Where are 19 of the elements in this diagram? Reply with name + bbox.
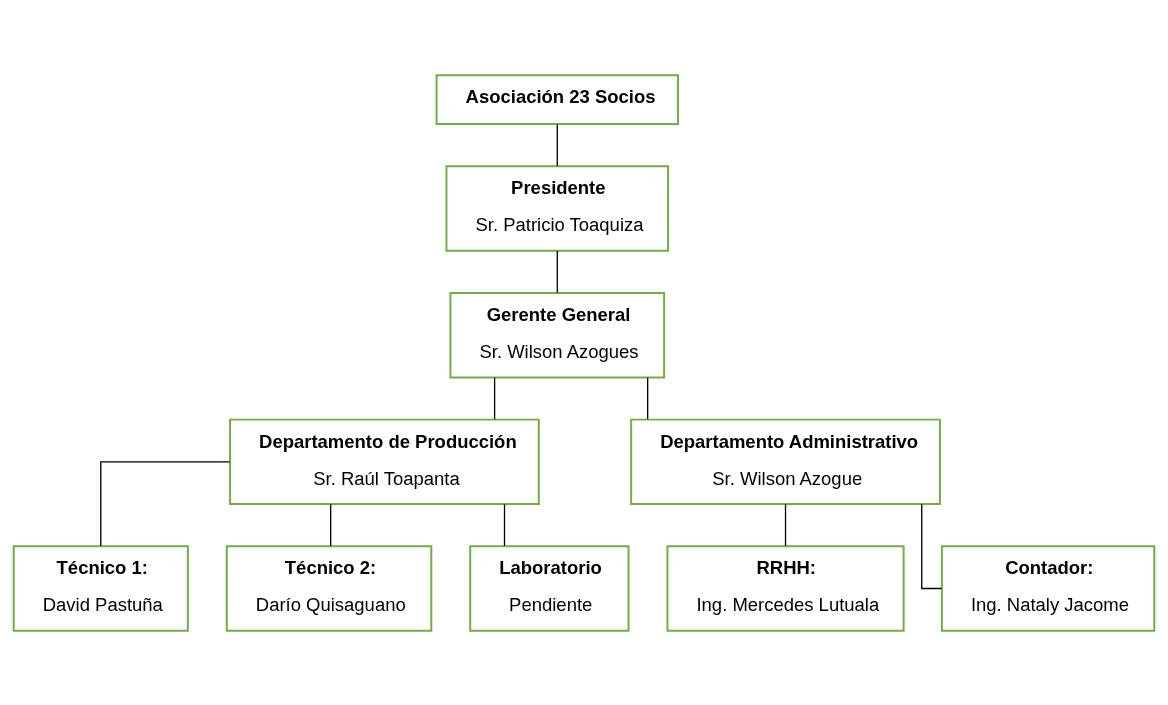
connector: [493, 376, 496, 420]
node-box: Presidente Sr. Patricio Toaquiza: [445, 164, 670, 252]
node-box: Gerente General Sr. Wilson Azogues: [449, 291, 666, 378]
node-box: Contador: Ing. Nataly Jacome: [940, 544, 1156, 632]
node-box: Departamento de Producción Sr. Raúl Toapanta: [229, 418, 540, 505]
connector: [556, 123, 558, 167]
connector: [647, 376, 649, 420]
connector: [330, 503, 332, 547]
node-box: RRHH: Ing. Mercedes Lutuala: [666, 544, 905, 632]
connector: [503, 503, 506, 547]
connector: [921, 503, 943, 589]
node-box: Laboratorio Pendiente: [469, 544, 630, 632]
node-box: Técnico 2: Darío Quisaguano: [225, 544, 433, 632]
connector: [784, 503, 787, 547]
connector: [556, 249, 558, 293]
node-box: Asociación 23 Socios: [435, 73, 679, 125]
node-box: Departamento Administrativo Sr. Wilson Azogue: [630, 418, 941, 505]
node-box: Técnico 1: David Pastuña: [12, 544, 189, 632]
connector: [100, 460, 231, 547]
